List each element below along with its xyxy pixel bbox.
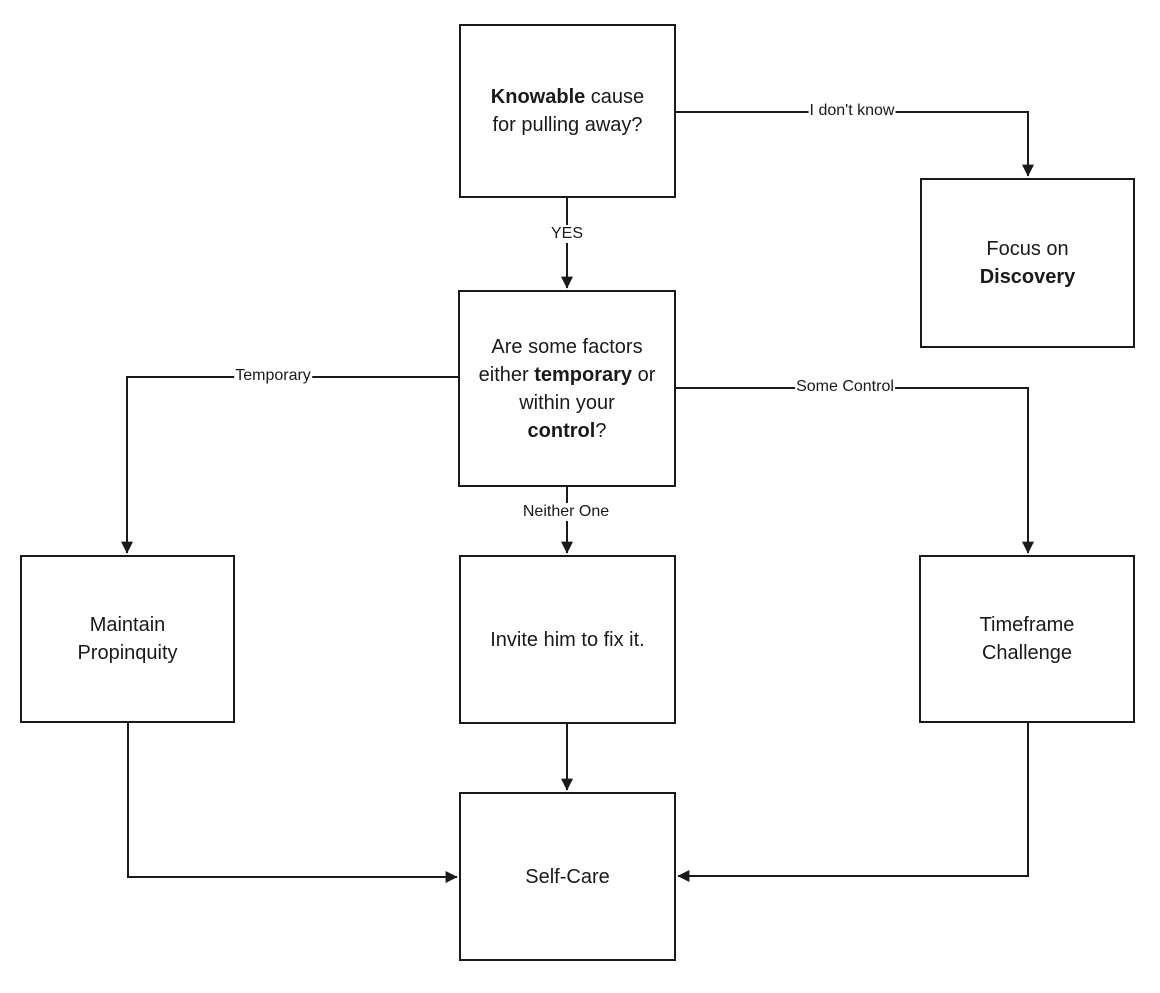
node-text-bold: temporary — [534, 363, 633, 386]
edge-label-neither-one: Neither One — [521, 503, 611, 521]
connector-factors-to-timeframe — [676, 387, 1034, 554]
node-text-bold: Knowable — [490, 86, 586, 108]
node-text-bold: control — [527, 419, 596, 442]
connector-knowable-to-discovery — [676, 111, 1034, 177]
node-text-bold: Discovery — [979, 266, 1076, 288]
node-text: or — [632, 363, 656, 386]
node-self-care: Self-Care — [459, 792, 676, 961]
connector-factors-to-propinquity — [121, 376, 458, 554]
node-text-line: Timeframe — [980, 611, 1075, 639]
node-text-line: control? — [528, 417, 607, 445]
node-text: ? — [595, 419, 607, 442]
node-text: Invite him to fix it. — [490, 628, 645, 651]
node-text: either — [478, 363, 535, 386]
node-text-line: for pulling away? — [492, 111, 642, 139]
node-text: Challenge — [981, 642, 1073, 664]
node-text-line: Maintain — [90, 611, 166, 639]
node-text-line: Propinquity — [77, 639, 177, 667]
node-text-line: Discovery — [980, 263, 1076, 291]
node-text-line: Focus on — [986, 235, 1068, 263]
node-text: for pulling away? — [492, 114, 643, 136]
edge-label-some-control: Some Control — [795, 378, 895, 396]
node-focus-on-discovery: Focus on Discovery — [920, 178, 1135, 348]
node-knowable-cause: Knowable cause for pulling away? — [459, 24, 676, 198]
edge-label-yes: YES — [549, 225, 585, 243]
node-text-line: Knowable cause — [491, 83, 644, 111]
node-text: Self-Care — [525, 865, 610, 888]
node-text: Maintain — [89, 614, 166, 636]
node-text-line: within your — [519, 389, 615, 417]
connector-propinquity-to-selfcare — [127, 723, 458, 883]
node-text: Are some factors — [491, 335, 643, 358]
node-text-line: Self-Care — [525, 863, 609, 891]
node-invite-him-to-fix-it: Invite him to fix it. — [459, 555, 676, 724]
connector-timeframe-to-selfcare — [677, 723, 1029, 882]
node-text: Focus on — [986, 238, 1069, 260]
node-timeframe-challenge: Timeframe Challenge — [919, 555, 1135, 723]
node-text-line: Challenge — [982, 639, 1072, 667]
node-text: cause — [585, 86, 645, 108]
node-text: Timeframe — [979, 614, 1075, 636]
node-text: within your — [519, 391, 615, 414]
node-text-line: either temporary or — [479, 361, 656, 389]
edge-label-temporary: Temporary — [234, 367, 312, 385]
edge-label-i-dont-know: I don't know — [808, 102, 896, 120]
node-factors-question: Are some factors either temporary or wit… — [458, 290, 676, 487]
node-text: Propinquity — [77, 642, 178, 664]
node-text-line: Invite him to fix it. — [490, 626, 645, 654]
node-text-line: Are some factors — [491, 333, 642, 361]
node-maintain-propinquity: Maintain Propinquity — [20, 555, 235, 723]
